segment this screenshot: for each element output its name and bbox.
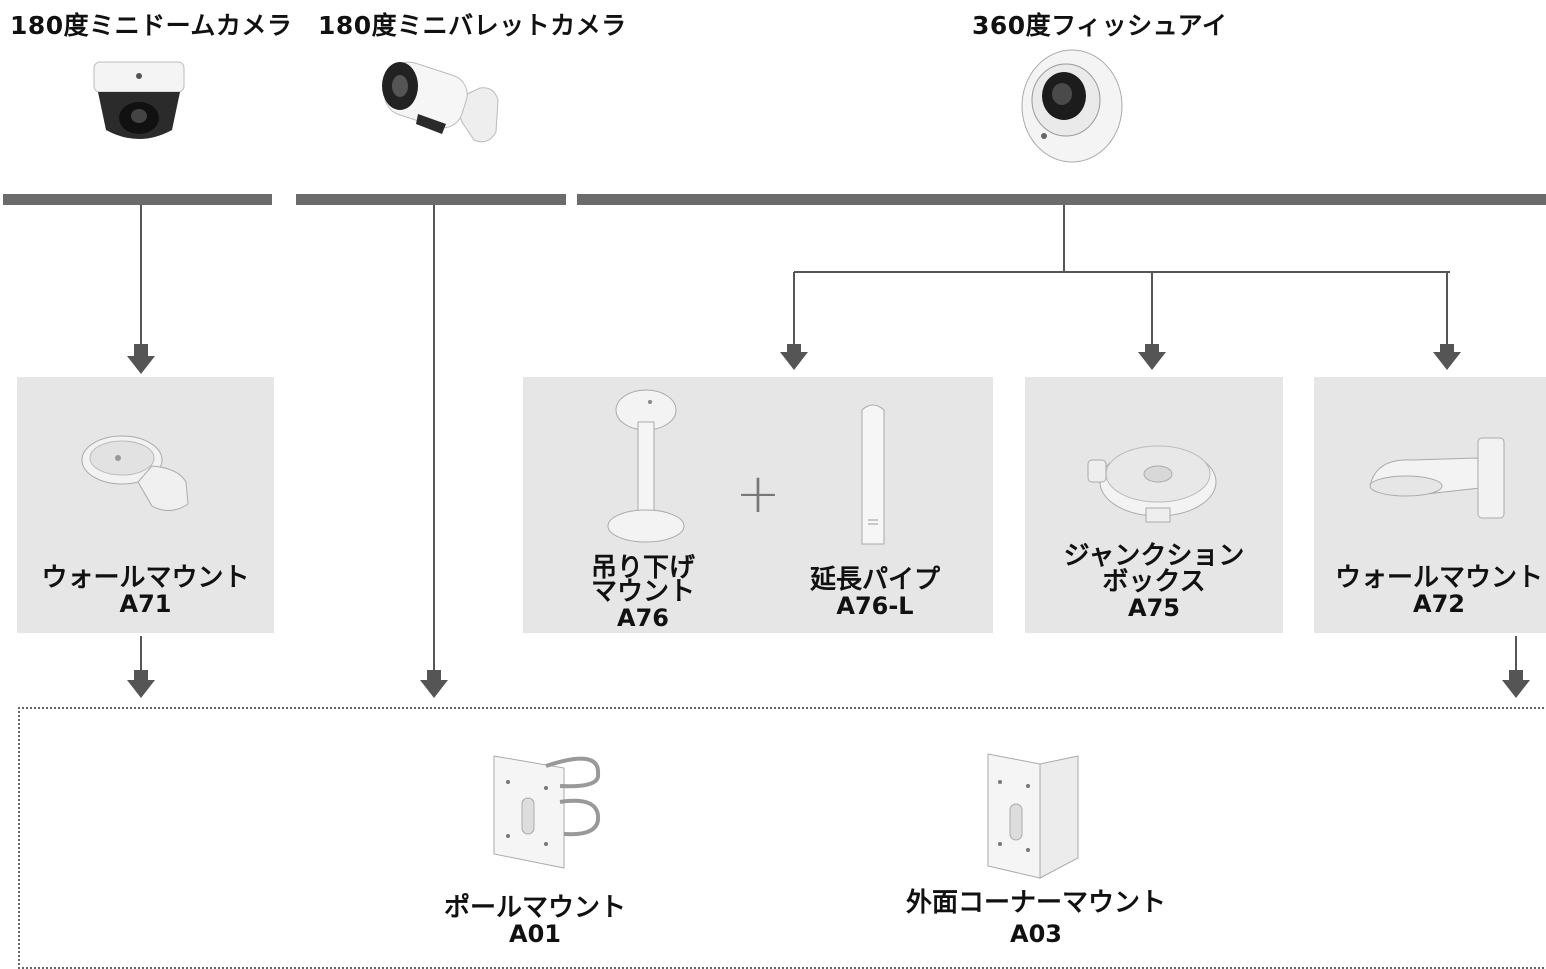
wall-mount-a72-icon [1369, 437, 1505, 519]
pendant-mount-a76-icon [607, 389, 685, 543]
fisheye-camera-icon [1021, 49, 1123, 163]
mount-a75-label-line1: ジャンクション [1063, 541, 1245, 571]
mount-a75-code: A75 [1128, 594, 1180, 622]
mount-a71-code: A71 [119, 590, 172, 618]
plus-sign: + [735, 462, 781, 525]
mount-a72-code: A72 [1413, 590, 1465, 618]
extension-pipe-a76l-icon [861, 404, 885, 545]
camera-title-mini-dome: 180度ミニドームカメラ [10, 11, 293, 40]
mount-a76-label-line1: 吊り下げ [590, 553, 695, 583]
mini-dome-bar [3, 194, 272, 205]
mount-a03-code: A03 [1010, 920, 1062, 948]
mount-a72-label: ウォールマウント [1334, 563, 1543, 593]
fisheye-bar [577, 194, 1546, 205]
mount-a75-label-line2: ボックス [1102, 567, 1206, 597]
mount-box-a76 [523, 377, 993, 633]
camera-title-fisheye: 360度フィッシュアイ [972, 11, 1228, 40]
mount-a76l-label: 延長パイプ [809, 565, 940, 595]
mount-a76-code: A76 [617, 604, 669, 632]
mount-a01-label: ポールマウント [443, 893, 626, 923]
junction-box-a75-icon [1087, 445, 1217, 523]
mini-dome-camera-icon [93, 61, 185, 139]
mount-box-a71 [17, 377, 274, 633]
mount-a03-label: 外面コーナーマウント [905, 888, 1166, 918]
camera-title-mini-bullet: 180度ミニバレットカメラ [318, 11, 627, 40]
mount-a76-label-line2: マウント [590, 577, 695, 607]
mini-bullet-camera-icon [382, 61, 499, 143]
mount-box-a72 [1314, 377, 1546, 633]
wall-mount-a71-icon [81, 435, 189, 511]
mount-a01-code: A01 [509, 920, 561, 948]
mount-a76l-code: A76-L [836, 592, 914, 620]
mini-bullet-bar [296, 194, 566, 205]
corner-mount-a03-icon [987, 753, 1079, 879]
pole-mount-a01-icon [493, 755, 601, 869]
mount-a71-label: ウォールマウント [41, 563, 250, 593]
